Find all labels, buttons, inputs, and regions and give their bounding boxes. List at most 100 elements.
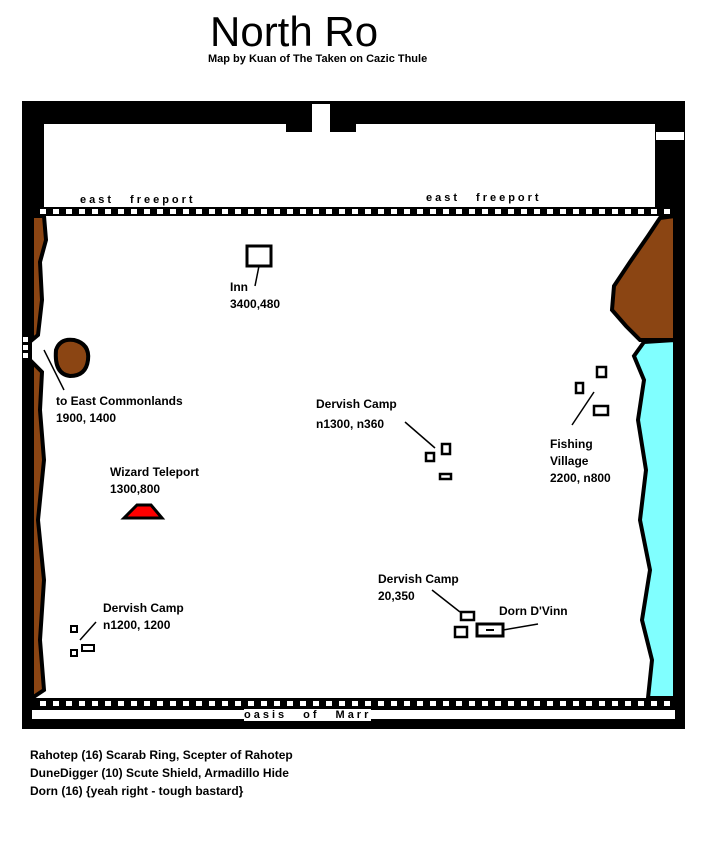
map-subtitle: Map by Kuan of The Taken on Cazic Thule bbox=[208, 53, 428, 65]
road-word: freeport bbox=[130, 194, 196, 206]
road-dot bbox=[339, 209, 345, 214]
road-dot bbox=[664, 209, 670, 214]
road-dot bbox=[378, 209, 384, 214]
road-dot bbox=[352, 209, 358, 214]
road-dot bbox=[131, 209, 137, 214]
note-line: Rahotep (16) Scarab Ring, Scepter of Rah… bbox=[30, 748, 293, 762]
road-dot bbox=[222, 701, 228, 706]
road-dot bbox=[495, 209, 501, 214]
road-dot bbox=[365, 209, 371, 214]
fishing-hut-1[interactable] bbox=[595, 365, 608, 379]
dervish-south-hut-2[interactable] bbox=[453, 625, 469, 639]
road-dot bbox=[638, 701, 644, 706]
road-dot bbox=[651, 209, 657, 214]
road-dot bbox=[170, 209, 176, 214]
road-dot bbox=[534, 701, 540, 706]
road-dot bbox=[469, 209, 475, 214]
road-word: freeport bbox=[476, 192, 542, 204]
road-dot bbox=[469, 701, 475, 706]
fishing-village-name-line2: Village bbox=[550, 454, 589, 468]
fishing-hut-2[interactable] bbox=[574, 381, 585, 395]
road-dot bbox=[482, 701, 488, 706]
fishing-hut-3[interactable] bbox=[592, 404, 610, 417]
road-dot bbox=[599, 209, 605, 214]
road-dot bbox=[534, 209, 540, 214]
road-dot bbox=[417, 701, 423, 706]
wizard-teleport-label: Wizard Teleport 1300,800 bbox=[110, 464, 199, 498]
dervish-sw-hut-3[interactable] bbox=[81, 644, 95, 652]
road-dot bbox=[40, 209, 46, 214]
road-dot bbox=[430, 209, 436, 214]
road-dot bbox=[196, 209, 202, 214]
commonlands-zone-dots bbox=[23, 337, 28, 358]
npc-notes: Rahotep (16) Scarab Ring, Scepter of Rah… bbox=[30, 746, 293, 800]
commonlands-pointer bbox=[43, 349, 65, 391]
road-dot bbox=[170, 701, 176, 706]
road-dot bbox=[183, 701, 189, 706]
dervish-camp-sw-label: Dervish Camp n1200, 1200 bbox=[103, 600, 184, 634]
road-dot bbox=[573, 701, 579, 706]
road-dot bbox=[443, 701, 449, 706]
road-dot bbox=[313, 701, 319, 706]
east-wall-gap bbox=[656, 132, 684, 140]
dervish-sw-hut-2[interactable] bbox=[70, 649, 78, 657]
dorn-label: Dorn D'Vinn bbox=[499, 603, 568, 620]
road-word: of bbox=[303, 709, 320, 721]
inn-building[interactable] bbox=[245, 244, 273, 268]
road-label-east-freeport-west: east freeport bbox=[80, 194, 196, 206]
road-dot bbox=[40, 701, 46, 706]
road-dot bbox=[508, 209, 514, 214]
road-dot bbox=[105, 701, 111, 706]
road-dot bbox=[118, 701, 124, 706]
road-dot bbox=[495, 701, 501, 706]
fishing-village-name-line1: Fishing bbox=[550, 437, 593, 451]
road-dot bbox=[261, 701, 267, 706]
road-dot bbox=[326, 701, 332, 706]
dervish-sw-hut-1[interactable] bbox=[70, 625, 78, 633]
north-road-dots bbox=[40, 209, 670, 214]
road-dot bbox=[53, 209, 59, 214]
wizard-teleport-pad[interactable] bbox=[120, 503, 166, 520]
inn-label: Inn 3400,480 bbox=[230, 279, 280, 313]
road-dot bbox=[651, 701, 657, 706]
road-dot bbox=[300, 209, 306, 214]
dervish-center-hut-1[interactable] bbox=[424, 451, 436, 463]
dervish-center-hut-3[interactable] bbox=[438, 472, 453, 481]
road-dot bbox=[417, 209, 423, 214]
road-dot bbox=[612, 701, 618, 706]
road-dot bbox=[391, 701, 397, 706]
note-line: Dorn (16) {yeah right - tough bastard} bbox=[30, 784, 244, 798]
note-line: DuneDigger (10) Scute Shield, Armadillo … bbox=[30, 766, 289, 780]
dervish-camp-center-name: Dervish Camp bbox=[316, 397, 397, 411]
road-dot bbox=[222, 209, 228, 214]
road-dot bbox=[378, 701, 384, 706]
map-title: North Ro bbox=[210, 8, 379, 55]
dervish-south-pointer bbox=[431, 589, 461, 613]
road-dot bbox=[404, 701, 410, 706]
road-dot bbox=[521, 701, 527, 706]
dorn-name: Dorn D'Vinn bbox=[499, 604, 568, 618]
west-cliff-south bbox=[30, 357, 47, 702]
road-dot bbox=[560, 209, 566, 214]
west-cliff-north bbox=[30, 214, 49, 345]
road-dot bbox=[248, 701, 254, 706]
road-dot bbox=[625, 701, 631, 706]
dervish-camp-south-name: Dervish Camp bbox=[378, 572, 459, 586]
gate-post-left bbox=[286, 124, 312, 132]
road-dot bbox=[521, 209, 527, 214]
road-dot bbox=[144, 701, 150, 706]
road-dot bbox=[157, 209, 163, 214]
road-dot bbox=[625, 209, 631, 214]
road-dot bbox=[599, 701, 605, 706]
road-dot bbox=[339, 701, 345, 706]
road-dot bbox=[274, 701, 280, 706]
road-dot bbox=[508, 701, 514, 706]
dervish-center-hut-2[interactable] bbox=[440, 442, 452, 456]
road-dot bbox=[612, 209, 618, 214]
dervish-south-hut-1[interactable] bbox=[459, 610, 476, 622]
road-dot bbox=[326, 209, 332, 214]
road-dot bbox=[586, 701, 592, 706]
road-word: east bbox=[80, 194, 115, 206]
